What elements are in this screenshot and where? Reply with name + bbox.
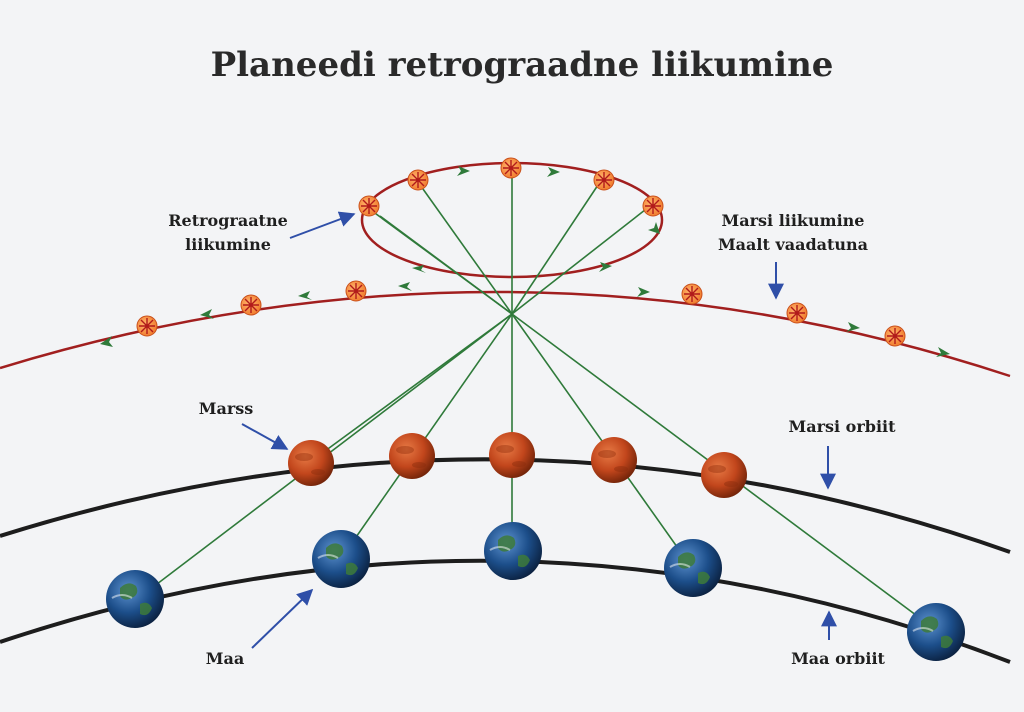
arrow-icon: [846, 322, 860, 332]
orange-star-marker-icon: [136, 315, 158, 337]
earth-label: Maa: [206, 649, 244, 668]
mars-planet-icon: [288, 440, 334, 486]
path-direction-arrows: [100, 166, 950, 357]
mars-pointer-arrow: [241, 423, 289, 450]
orange-star-marker-icon: [642, 195, 664, 217]
orange-star-marker-icon: [786, 302, 808, 324]
pointer-arrows: [241, 211, 837, 649]
page-title: Planeedi retrograadne liikumine: [211, 45, 834, 85]
orange-star-marker-icon: [240, 294, 262, 316]
mars-orbit-label: Marsi orbiit: [789, 417, 897, 436]
orange-star-marker-icon: [884, 325, 906, 347]
mars-planet-icon: [701, 452, 747, 498]
retrograde-label-line1: Retrograatne: [168, 211, 288, 230]
sight-line: [511, 205, 651, 315]
earth-planet-icon: [664, 539, 722, 597]
sight-line: [309, 313, 513, 463]
earth-planet-icon: [907, 603, 965, 661]
arrow-icon: [457, 166, 470, 176]
earth-positions: [106, 522, 965, 661]
orange-star-marker-icon: [345, 280, 367, 302]
arrow-icon: [398, 282, 412, 291]
earth-planet-icon: [106, 570, 164, 628]
arrow-icon: [936, 347, 950, 357]
mars-planet-icon: [389, 433, 435, 479]
sight-line: [417, 181, 513, 315]
arrow-icon: [648, 222, 660, 234]
earth-planet-icon: [484, 522, 542, 580]
orange-star-marker-icon: [593, 169, 615, 191]
apparent-motion-label-line2: Maalt vaadatuna: [718, 235, 868, 254]
mars-planet-icon: [489, 432, 535, 478]
retrograde-pointer-arrow: [289, 211, 356, 239]
sight-line: [379, 215, 513, 315]
mars-positions: [288, 432, 747, 498]
arrow-icon: [298, 291, 312, 300]
orange-star-marker-icon: [681, 283, 703, 305]
arrow-icon: [547, 167, 560, 177]
orange-star-marker-icon: [358, 195, 380, 217]
earth-orbit-label: Maa orbiit: [791, 649, 885, 668]
mars-planet-icon: [591, 437, 637, 483]
arrow-icon: [200, 309, 214, 319]
apparent-motion-label-line1: Marsi liikumine: [722, 211, 865, 230]
orange-star-marker-icon: [407, 169, 429, 191]
retrograde-label-line2: liikumine: [185, 235, 271, 254]
arrow-icon: [637, 287, 650, 297]
mars-label: Marss: [199, 399, 254, 418]
earth-pointer-arrow: [251, 588, 314, 649]
orange-star-marker-icon: [500, 157, 522, 179]
apparent-markers: [136, 157, 906, 347]
earth-planet-icon: [312, 530, 370, 588]
arrow-icon: [100, 336, 113, 347]
arrow-icon: [412, 265, 426, 273]
arrow-icon: [599, 262, 612, 272]
sight-line: [511, 181, 601, 315]
sight-line: [339, 313, 513, 561]
